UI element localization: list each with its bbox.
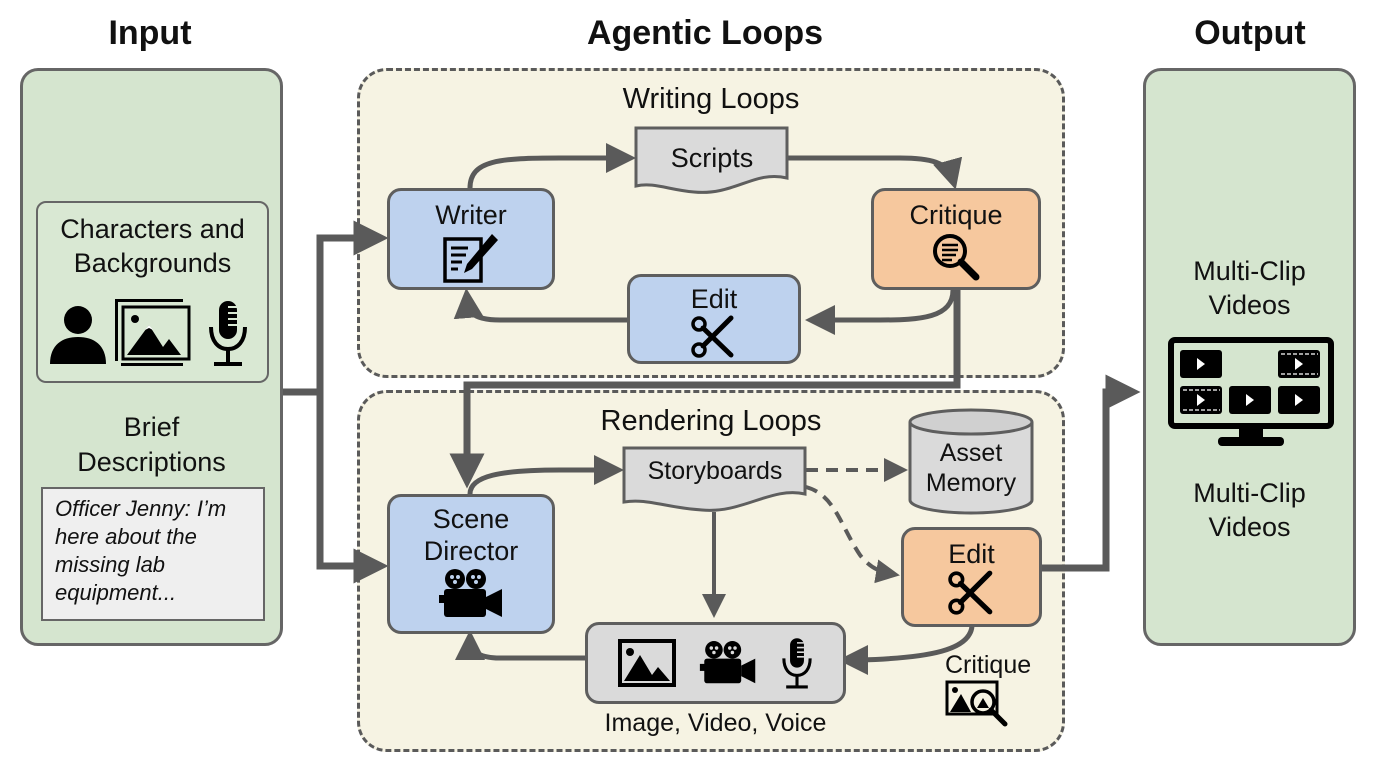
image-icon (617, 639, 676, 687)
brief-text-line: here about the (55, 524, 197, 549)
storyboards-label: Storyboards (647, 457, 783, 485)
asset-memory-label-line2: Memory (925, 469, 1017, 497)
scene-director-label-line1: Scene (432, 504, 510, 534)
rendering-edit-node[interactable]: Edit (901, 527, 1042, 627)
generators-label: Image, Video, Voice (604, 709, 827, 737)
scene-director-node[interactable]: Scene Director (387, 494, 555, 634)
image-search-icon (945, 680, 1008, 727)
scripts-document[interactable] (634, 126, 790, 196)
brief-description-box: Officer Jenny: I’m here about the missin… (41, 487, 265, 621)
movie-camera-icon (699, 641, 755, 684)
magnify-document-icon (933, 234, 980, 281)
characters-backgrounds-card: Characters and Backgrounds (36, 201, 269, 383)
brief-text-line: missing lab (55, 552, 166, 577)
microphone-icon (781, 638, 812, 689)
characters-title-line1: Characters and (60, 214, 245, 244)
rendering-critique-label: Critique (945, 651, 1032, 679)
asset-memory-database[interactable] (908, 408, 1034, 516)
scripts-label: Scripts (670, 143, 754, 173)
scissors-icon (947, 570, 992, 615)
storyboards-document[interactable] (622, 446, 808, 516)
critique-node[interactable]: Critique (871, 188, 1041, 290)
output-title-line2: Videos (1208, 290, 1291, 320)
output-caption-line1: Multi-Clip (1193, 478, 1306, 508)
scene-director-label-line2: Director (423, 536, 519, 566)
movie-camera-icon (439, 569, 502, 617)
scissors-icon (691, 315, 734, 358)
output-heading: Output (1194, 14, 1306, 52)
person-icon (50, 306, 106, 364)
input-panel: Characters and Backgrounds Brief Descrip… (20, 68, 283, 646)
microphone-icon (209, 301, 247, 366)
input-heading: Input (108, 14, 192, 52)
output-panel: Multi-Clip Videos Multi-Clip Videos (1143, 68, 1356, 646)
writer-node[interactable]: Writer (387, 188, 555, 290)
writing-edit-node[interactable]: Edit (627, 274, 801, 364)
image-gallery-icon (115, 299, 191, 366)
characters-title-line2: Backgrounds (73, 248, 232, 278)
output-title-line1: Multi-Clip (1193, 256, 1306, 286)
writing-edit-label: Edit (690, 284, 738, 314)
output-caption-line2: Videos (1208, 512, 1291, 542)
critique-label: Critique (909, 200, 1003, 230)
brief-text-line: equipment... (55, 580, 177, 605)
brief-title-line1: Brief (123, 412, 180, 442)
writing-loops-title: Writing Loops (622, 83, 800, 115)
edit-document-icon (443, 234, 498, 283)
agentic-loops-heading: Agentic Loops (586, 14, 824, 52)
rendering-edit-label: Edit (948, 539, 995, 569)
asset-memory-label-line1: Asset (939, 439, 1003, 467)
generators-node[interactable] (585, 622, 846, 704)
brief-title-line2: Descriptions (77, 447, 226, 477)
writer-label: Writer (435, 200, 507, 230)
monitor-video-grid-icon (1168, 337, 1334, 446)
brief-text-line: Officer Jenny: I’m (55, 496, 227, 521)
